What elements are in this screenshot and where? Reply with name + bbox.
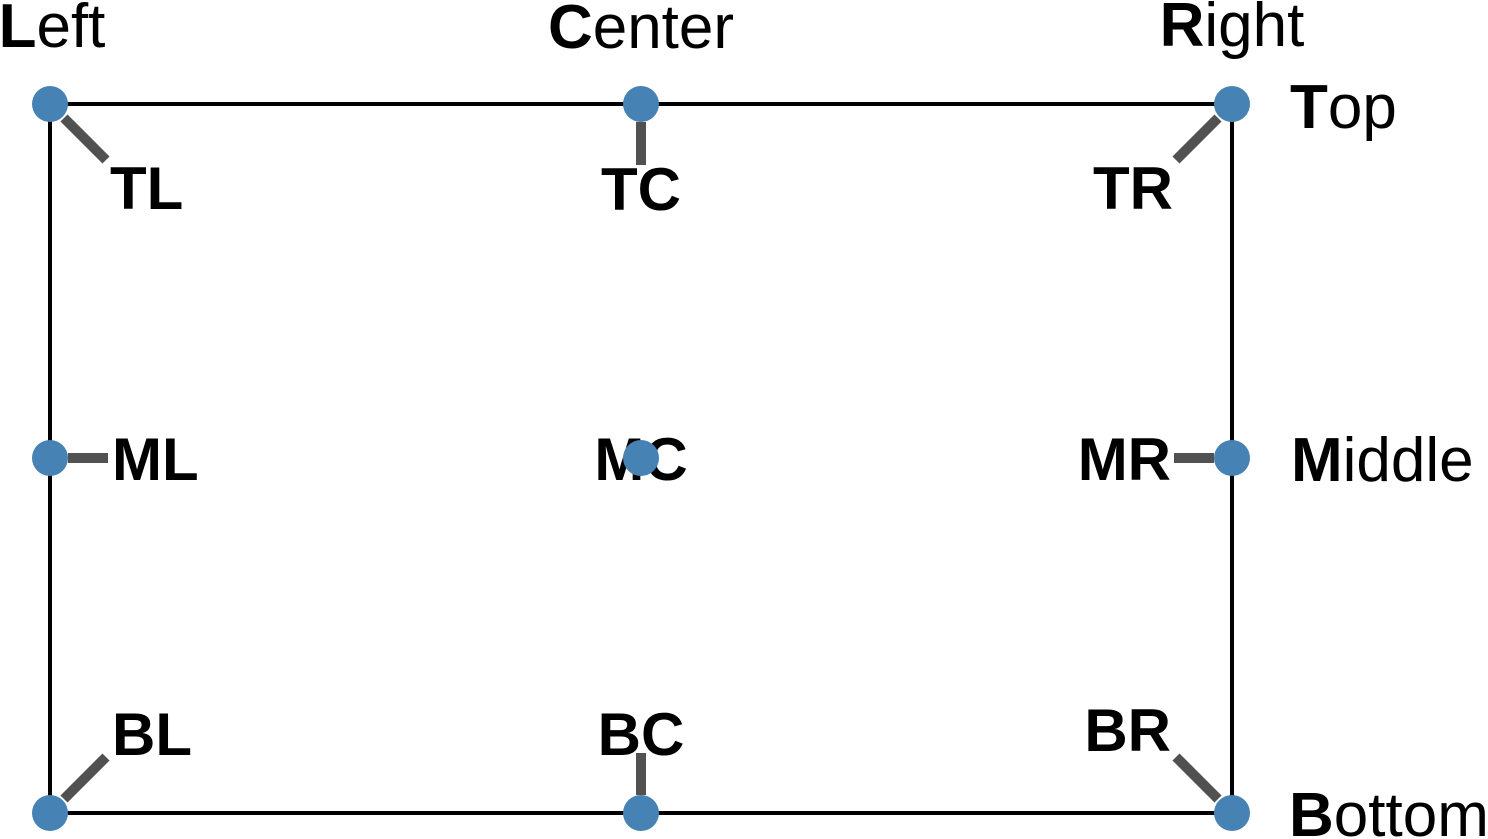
anchor-label-top-left: TL xyxy=(110,155,183,222)
point-top-left xyxy=(32,86,68,122)
edge-label-right-rest: ight xyxy=(1204,0,1304,60)
anchor-label-top-center: TC xyxy=(601,156,681,223)
anchor-label-bottom-right: BR xyxy=(1084,697,1171,764)
point-middle-left xyxy=(32,440,68,476)
edge-label-bottom-rest: ottom xyxy=(1334,781,1488,839)
point-top-right xyxy=(1214,86,1250,122)
edge-label-top-initial: T xyxy=(1290,73,1328,142)
connector-top-right xyxy=(1172,114,1222,164)
anchor-label-top-right: TR xyxy=(1093,155,1173,222)
point-group xyxy=(32,86,1250,831)
edge-label-top-rest: op xyxy=(1328,73,1397,142)
point-middle-center xyxy=(623,440,659,476)
anchor-label-middle-left: ML xyxy=(112,426,199,493)
connector-bottom-left xyxy=(60,753,110,803)
edge-label-top: Top xyxy=(1290,73,1397,142)
point-middle-right xyxy=(1214,440,1250,476)
point-bottom-center xyxy=(623,795,659,831)
edge-label-middle-initial: M xyxy=(1291,426,1343,495)
point-bottom-right xyxy=(1214,795,1250,831)
edge-label-center-initial: C xyxy=(548,0,593,62)
edge-label-right: Right xyxy=(1160,0,1305,60)
edge-label-left-initial: L xyxy=(0,0,36,61)
point-bottom-left xyxy=(32,795,68,831)
connector-group xyxy=(60,114,1222,803)
edge-label-left-rest: eft xyxy=(36,0,105,61)
connector-bottom-right xyxy=(1172,753,1222,803)
connector-top-left xyxy=(60,114,110,164)
anchor-label-middle-right: MR xyxy=(1078,426,1171,493)
edge-label-bottom-initial: B xyxy=(1289,781,1334,839)
anchor-label-bottom-left: BL xyxy=(112,701,192,768)
point-top-center xyxy=(623,86,659,122)
edge-label-center: Center xyxy=(548,0,734,62)
anchor-label-bottom-center: BC xyxy=(598,701,685,768)
edge-label-bottom: Bottom xyxy=(1289,781,1488,839)
edge-label-middle: Middle xyxy=(1291,426,1474,495)
edge-label-middle-rest: iddle xyxy=(1343,426,1474,495)
edge-label-right-initial: R xyxy=(1160,0,1205,60)
edge-label-center-rest: enter xyxy=(593,0,734,62)
edge-label-left: Left xyxy=(0,0,105,61)
